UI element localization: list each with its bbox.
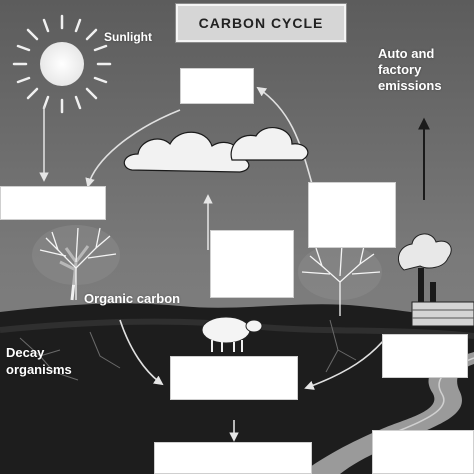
organic-carbon-label: Organic carbon (84, 291, 181, 306)
answer-box-right[interactable] (308, 182, 396, 248)
answer-box-bottom-right[interactable] (372, 430, 474, 474)
left-tree-icon (32, 225, 120, 301)
sheep-icon (201, 316, 263, 352)
decay-organisms-label: Decay organisms (6, 345, 72, 377)
right-tree-icon (298, 243, 382, 316)
cycle-arrow-bottom-right (304, 339, 385, 390)
decay-roots (19, 319, 357, 381)
answer-box-left[interactable] (0, 186, 106, 220)
title-banner: CARBON CYCLE (176, 4, 346, 42)
cycle-arrow-top-left (85, 109, 181, 188)
river (300, 352, 474, 474)
cycle-arrow-top-right (256, 86, 313, 185)
sun-icon (12, 14, 112, 114)
answer-box-bottom[interactable] (154, 442, 312, 474)
answer-box-top[interactable] (180, 68, 254, 104)
answer-box-lower-middle[interactable] (170, 356, 298, 400)
emissions-label: Auto and factory emissions (378, 46, 442, 93)
cloud-icon (123, 127, 309, 173)
answer-box-center[interactable] (210, 230, 294, 298)
diagram-title: CARBON CYCLE (198, 15, 324, 31)
factory-icon (397, 233, 474, 327)
answer-box-far-right[interactable] (382, 334, 468, 378)
sunlight-label: Sunlight (104, 30, 152, 44)
cycle-arrow-bottom-left (119, 319, 164, 386)
